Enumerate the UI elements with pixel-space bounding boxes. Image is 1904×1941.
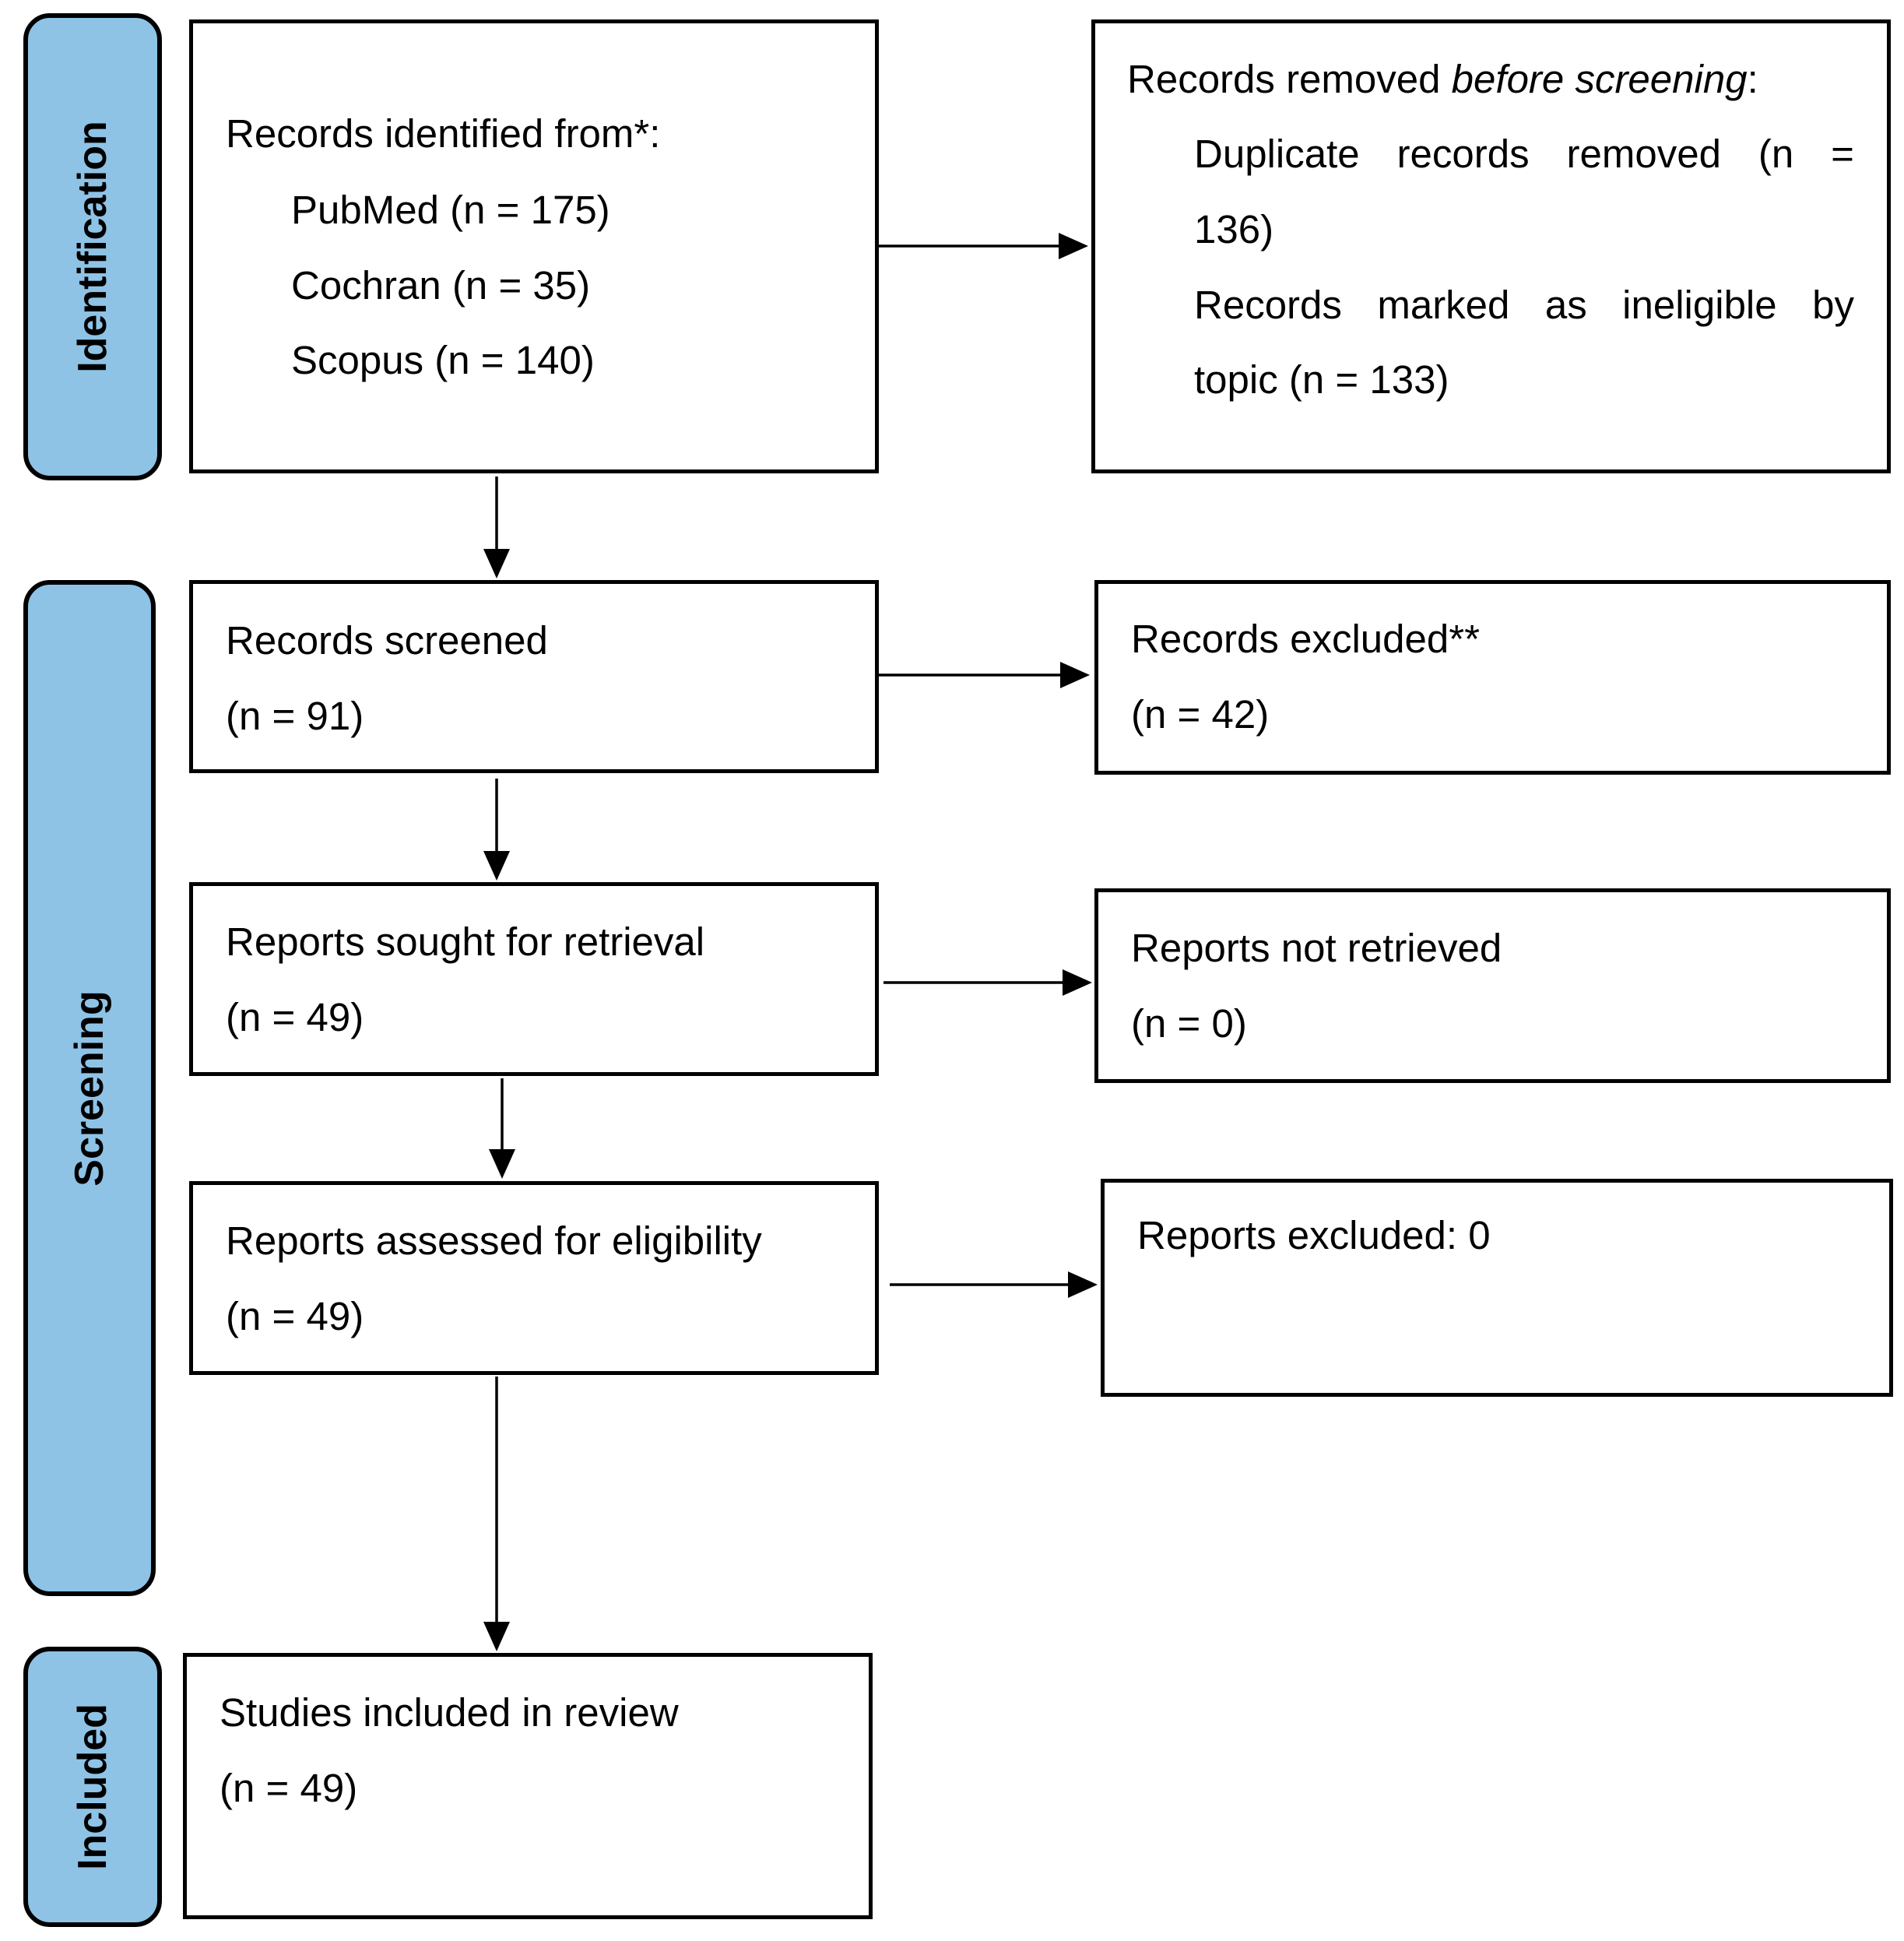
records-excluded-label: Records excluded** — [1131, 617, 1480, 661]
reports-assessed-label: Reports assessed for eligibility — [226, 1218, 762, 1263]
duplicate-records-line: Duplicate records removed (n = — [1194, 131, 1854, 178]
duplicate-word: removed — [1566, 132, 1721, 176]
arrowhead-assessed-to-excluded — [1068, 1271, 1098, 1298]
ineligible-word: as — [1544, 283, 1587, 327]
records-screened-count: (n = 91) — [226, 694, 364, 738]
records-removed-heading-italic: before screening — [1451, 57, 1748, 101]
reports-not-retrieved-count: (n = 0) — [1131, 1001, 1247, 1046]
arrowhead-screened-to-excluded — [1060, 662, 1090, 688]
records-removed-heading-prefix: Records removed — [1127, 57, 1452, 101]
studies-included-box — [183, 1653, 873, 1919]
reports-sought-count: (n = 49) — [226, 995, 364, 1039]
records-screened-box — [189, 580, 879, 773]
ineligible-records-count: topic (n = 133) — [1194, 357, 1449, 402]
stage-identification: Identification — [23, 13, 162, 480]
reports-excluded-box — [1101, 1179, 1893, 1397]
stage-included: Included — [23, 1647, 162, 1927]
records-identified-box — [189, 19, 879, 473]
duplicate-word: Duplicate — [1194, 132, 1360, 176]
reports-assessed-count: (n = 49) — [226, 1294, 364, 1338]
duplicate-word: (n — [1758, 132, 1794, 176]
duplicate-records-count: 136) — [1194, 207, 1274, 251]
arrowhead-screened-to-sought — [483, 851, 510, 881]
records-excluded-box — [1094, 580, 1891, 775]
duplicate-word: = — [1831, 132, 1854, 176]
arrowhead-assessed-to-included — [483, 1622, 510, 1651]
records-removed-heading: Records removed before screening: — [1127, 56, 1758, 103]
ineligible-records-line: Records marked as ineligible by — [1194, 282, 1854, 329]
source-scopus: Scopus (n = 140) — [291, 338, 595, 382]
ineligible-word: by — [1812, 283, 1854, 327]
records-excluded-count: (n = 42) — [1131, 692, 1270, 737]
source-pubmed: PubMed (n = 175) — [291, 188, 610, 232]
reports-sought-box — [189, 882, 879, 1076]
reports-excluded-label: Reports excluded: 0 — [1137, 1213, 1491, 1257]
reports-not-retrieved-label: Reports not retrieved — [1131, 926, 1502, 970]
source-cochran: Cochran (n = 35) — [291, 263, 591, 308]
duplicate-word: records — [1396, 132, 1530, 176]
ineligible-word: marked — [1377, 283, 1510, 327]
reports-not-retrieved-box — [1094, 888, 1891, 1083]
records-removed-box — [1091, 19, 1891, 473]
arrowhead-identified-to-screened — [483, 549, 510, 578]
arrowhead-sought-to-not-retrieved — [1063, 969, 1092, 996]
studies-included-label: Studies included in review — [220, 1690, 679, 1735]
records-screened-label: Records screened — [226, 618, 548, 663]
arrowhead-identified-to-removed — [1059, 233, 1088, 259]
ineligible-word: Records — [1194, 283, 1342, 327]
stage-screening: Screening — [23, 580, 156, 1596]
studies-included-count: (n = 49) — [220, 1766, 358, 1810]
records-identified-heading: Records identified from*: — [226, 111, 661, 156]
arrowhead-sought-to-assessed — [489, 1149, 515, 1179]
records-removed-heading-suffix: : — [1747, 57, 1758, 101]
reports-sought-label: Reports sought for retrieval — [226, 920, 705, 964]
ineligible-word: ineligible — [1622, 283, 1777, 327]
reports-assessed-box — [189, 1181, 879, 1375]
